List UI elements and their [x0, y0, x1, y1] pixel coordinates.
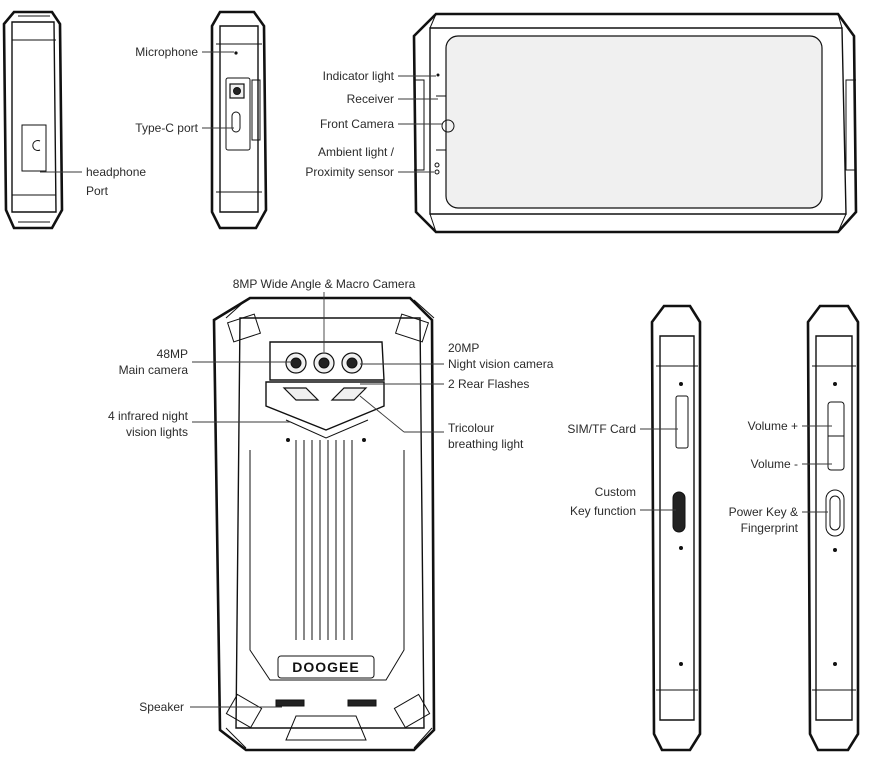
- label-type-c-port: Type-C port: [135, 121, 198, 135]
- label-volume-up: Volume +: [748, 419, 798, 433]
- label-night-vision-1: 20MP: [448, 341, 479, 355]
- phone-side-view-power: [806, 304, 860, 752]
- label-power-key-1: Power Key &: [729, 505, 798, 519]
- leader-lines: [40, 51, 832, 708]
- label-custom-key-1: Custom: [595, 485, 636, 499]
- phone-front-view: [412, 12, 858, 234]
- phone-side-view-top-left: [2, 10, 64, 230]
- label-sim-card: SIM/TF Card: [567, 422, 636, 436]
- label-front-camera: Front Camera: [320, 117, 394, 131]
- label-ambient-light-2: Proximity sensor: [305, 165, 394, 179]
- label-night-vision-2: Night vision camera: [448, 357, 554, 371]
- phone-side-view-sim: [650, 304, 702, 752]
- label-headphone-port-2: Port: [86, 184, 109, 198]
- label-microphone: Microphone: [135, 45, 198, 59]
- label-main-camera-2: Main camera: [119, 363, 189, 377]
- label-speaker: Speaker: [139, 700, 184, 714]
- label-breathing-light-2: breathing light: [448, 437, 524, 451]
- phone-side-view-type-c: [210, 10, 268, 230]
- label-infrared-1: 4 infrared night: [108, 409, 189, 423]
- brand-logo: DOOGEE: [292, 659, 359, 675]
- label-custom-key-2: Key function: [570, 504, 636, 518]
- label-volume-down: Volume -: [751, 457, 798, 471]
- label-ambient-light-1: Ambient light /: [318, 145, 395, 159]
- label-receiver: Receiver: [347, 92, 394, 106]
- labels: Microphone Type-C port headphone Port In…: [86, 45, 799, 714]
- label-power-key-2: Fingerprint: [741, 521, 799, 535]
- label-infrared-2: vision lights: [126, 425, 188, 439]
- label-rear-flashes: 2 Rear Flashes: [448, 377, 529, 391]
- label-breathing-light-1: Tricolour: [448, 421, 494, 435]
- phone-back-view: DOOGEE: [212, 296, 436, 752]
- label-wide-macro-camera: 8MP Wide Angle & Macro Camera: [233, 277, 416, 291]
- label-indicator-light: Indicator light: [323, 69, 395, 83]
- label-headphone-port-1: headphone: [86, 165, 146, 179]
- label-main-camera-1: 48MP: [157, 347, 188, 361]
